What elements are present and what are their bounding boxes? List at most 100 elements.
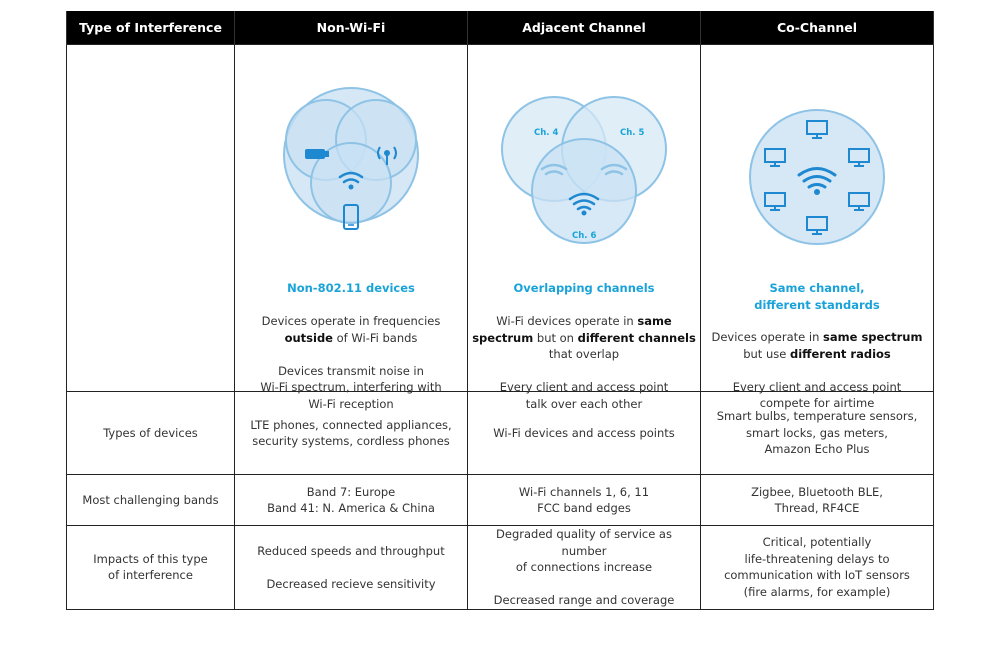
co-channel-desc-line: Devices operate in same spectrum	[701, 329, 933, 346]
wifi-icon	[797, 167, 837, 195]
cell-line: communication with IoT sensors	[724, 568, 910, 583]
bold-text: different radios	[789, 346, 891, 361]
co-channel-title: Same channel, different standards	[701, 280, 933, 313]
cell-line: of connections increase	[515, 560, 653, 574]
interference-table: Type of Interference Non-Wi-Fi Adjacent …	[66, 11, 934, 610]
cell-line: security systems, cordless phones	[252, 434, 450, 448]
bold-text: same	[637, 314, 672, 328]
comparison-table: Type of Interference Non-Wi-Fi Adjacent …	[66, 11, 934, 610]
cell-impacts-non-wifi: Reduced speeds and throughput Decreased …	[234, 525, 468, 610]
row-label-most-challenging-bands: Most challenging bands	[66, 474, 235, 526]
wifi-icon	[338, 171, 364, 190]
header-adjacent-channel: Adjacent Channel	[467, 11, 701, 45]
cell-line: Thread, RF4CE	[774, 501, 860, 515]
cell-line: Smart bulbs, temperature sensors,	[716, 409, 918, 424]
monitor-icon-lower-right	[848, 192, 870, 211]
adjacent-desc-line: spectrum but on different channels	[468, 330, 700, 347]
text: Devices operate in	[711, 330, 824, 344]
cell-line: Wi-Fi channels 1, 6, 11	[518, 484, 650, 499]
cell-line: Band 41: N. America & China	[267, 501, 435, 515]
illustration-row: Non-802.11 devices Devices operate in fr…	[66, 44, 934, 411]
cell-line: Reduced speeds and throughput	[257, 543, 445, 558]
header-co-channel: Co-Channel	[700, 11, 934, 45]
header-row: Type of Interference Non-Wi-Fi Adjacent …	[66, 11, 934, 45]
cell-line: Decreased recieve sensitivity	[266, 576, 436, 591]
cell-line: Critical, potentially	[762, 535, 872, 550]
cell-line: of interference	[108, 568, 193, 583]
channel-6-circle	[531, 138, 637, 244]
row-label-impacts: Impacts of this type of interference	[66, 525, 235, 610]
bold-text: different channels	[577, 330, 696, 345]
adjacent-title: Overlapping channels	[513, 281, 655, 295]
adjacent-desc-line: talk over each other	[525, 396, 643, 411]
monitor-icon-bottom	[806, 216, 828, 235]
cell-line: Degraded quality of service as number	[496, 527, 672, 558]
mobile-phone-icon	[343, 204, 359, 230]
cell-impacts-adjacent: Degraded quality of service as number of…	[467, 525, 701, 610]
non-wifi-title: Non-802.11 devices	[287, 281, 415, 295]
bold-text: spectrum	[472, 330, 534, 345]
non-wifi-desc-line: Wi-Fi reception	[308, 396, 394, 411]
co-channel-diagram	[749, 109, 885, 245]
text: but on	[533, 330, 578, 345]
monitor-icon-top	[806, 120, 828, 139]
header-type-of-interference: Type of Interference	[66, 11, 235, 45]
co-channel-cell: Same channel, different standards Device…	[700, 44, 934, 410]
adjacent-channel-venn-diagram: Ch. 4 Ch. 5 Ch. 6	[501, 96, 667, 244]
phone-circle	[310, 142, 392, 224]
wifi-icon-left	[540, 163, 568, 176]
router-icon	[305, 149, 329, 159]
cell-line: Zigbee, Bluetooth BLE,	[751, 484, 883, 499]
table-row: Types of devices LTE phones, connected a…	[66, 391, 934, 475]
non-wifi-cell: Non-802.11 devices Devices operate in fr…	[234, 44, 468, 411]
non-wifi-description: Devices operate in frequencies outside o…	[235, 313, 467, 412]
channel-5-label: Ch. 5	[620, 128, 644, 138]
cell-line: life-threatening delays to	[744, 551, 890, 566]
non-wifi-desc-line: Devices transmit noise in	[278, 363, 424, 378]
row-label-types-of-devices: Types of devices	[66, 391, 235, 475]
adjacent-desc-line: Wi-Fi devices operate in same	[468, 313, 700, 330]
text: Wi-Fi devices operate in	[496, 314, 638, 328]
cell-line: (fire alarms, for example)	[743, 584, 891, 599]
bold-text: same spectrum	[823, 330, 923, 344]
cell-line: Band 7: Europe	[306, 484, 396, 499]
adjacent-desc-line: Every client and access point	[499, 380, 669, 394]
channel-4-label: Ch. 4	[534, 128, 558, 138]
bold-text: outside	[284, 330, 333, 345]
non-wifi-desc-line: outside of Wi-Fi bands	[235, 330, 467, 347]
table-row: Most challenging bands Band 7: Europe Ba…	[66, 474, 934, 526]
monitor-icon-upper-right	[848, 148, 870, 167]
co-channel-desc-line: but use different radios	[701, 346, 933, 363]
header-non-wifi: Non-Wi-Fi	[234, 11, 468, 45]
cell-line: Impacts of this type	[93, 551, 208, 566]
wifi-icon-right	[600, 163, 628, 176]
cell-bands-non-wifi: Band 7: Europe Band 41: N. America & Chi…	[234, 474, 468, 526]
co-channel-desc-line: compete for airtime	[759, 396, 875, 410]
monitor-icon-lower-left	[764, 192, 786, 211]
co-channel-title-line: Same channel,	[769, 281, 865, 295]
illustration-empty-cell	[66, 44, 235, 392]
cell-devices-non-wifi: LTE phones, connected appliances, securi…	[234, 391, 468, 475]
cell-line: Amazon Echo Plus	[764, 442, 870, 457]
cell-line: FCC band edges	[537, 501, 631, 515]
non-wifi-desc-line: Wi-Fi spectrum, interfering with	[260, 380, 442, 394]
non-wifi-venn-diagram	[283, 87, 419, 230]
co-channel-description: Devices operate in same spectrum but use…	[701, 329, 933, 412]
cell-line: Decreased range and coverage	[493, 593, 675, 607]
monitor-icon-upper-left	[764, 148, 786, 167]
table-row: Impacts of this type of interference Red…	[66, 525, 934, 610]
cell-impacts-co-channel: Critical, potentially life-threatening d…	[700, 525, 934, 610]
cell-line: smart locks, gas meters,	[746, 425, 888, 440]
text: but use	[743, 346, 790, 361]
co-channel-title-line: different standards	[754, 297, 880, 312]
adjacent-channel-cell: Ch. 4 Ch. 5 Ch. 6	[467, 44, 701, 411]
non-wifi-desc-line: Devices operate in frequencies	[261, 314, 441, 328]
cell-bands-co-channel: Zigbee, Bluetooth BLE, Thread, RF4CE	[700, 474, 934, 526]
antenna-icon	[377, 146, 397, 165]
adjacent-desc-line: that overlap	[548, 347, 620, 361]
wifi-icon-center	[568, 192, 600, 216]
cell-line: LTE phones, connected appliances,	[250, 417, 452, 432]
cell-devices-adjacent: Wi-Fi devices and access points	[467, 391, 701, 475]
channel-6-label: Ch. 6	[572, 231, 596, 241]
adjacent-description: Wi-Fi devices operate in same spectrum b…	[468, 313, 700, 412]
